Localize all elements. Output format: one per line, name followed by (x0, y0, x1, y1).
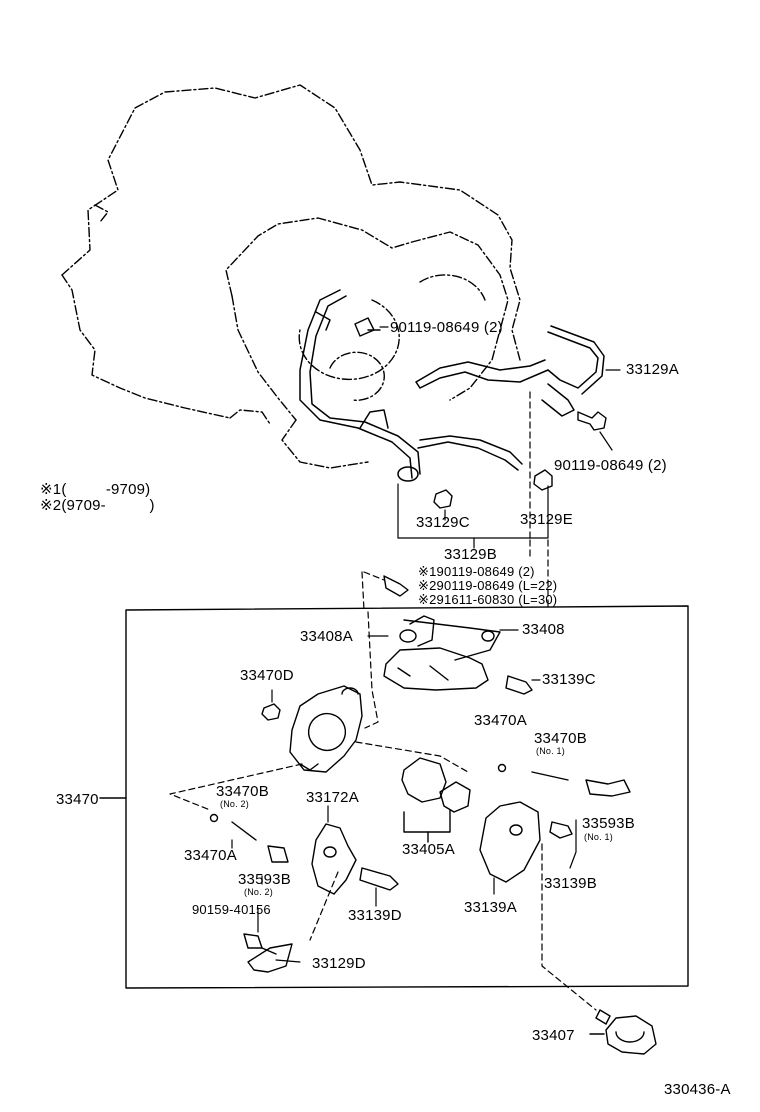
leader-lines-lower (231, 629, 577, 963)
part-label-33470d[interactable]: 33470D (240, 667, 294, 684)
part-label-33129d[interactable]: 33129D (312, 955, 366, 972)
note-mark-2: ※2 (40, 497, 62, 514)
figure-code: 330436-A (664, 1081, 731, 1098)
part-label-33139a[interactable]: 33139A (464, 899, 517, 916)
bushing-icon (433, 489, 453, 509)
note-bolt-3[interactable]: ※291611-60830 (L=30) (418, 592, 558, 607)
part-label-33470b-right[interactable]: 33470B (534, 730, 587, 747)
cable-bracket-icon (247, 823, 357, 973)
note-range-2: (9709- ) (61, 497, 155, 514)
part-label-90119-right[interactable]: 90119-08649 (2) (554, 457, 667, 474)
part-label-33470[interactable]: 33470 (56, 791, 99, 808)
part-label-33470b-left[interactable]: 33470B (216, 783, 269, 800)
part-label-33129a[interactable]: 33129A (626, 361, 679, 378)
bolt-icon (383, 575, 533, 695)
part-label-33129c[interactable]: 33129C (416, 514, 470, 531)
shift-lever-plate-icon (401, 757, 471, 843)
bushing-icon (261, 703, 281, 721)
note-range-1: ( -9709) (61, 481, 151, 498)
assembly-frame (99, 605, 689, 989)
spring-icon (231, 771, 569, 841)
part-label-33405a[interactable]: 33405A (402, 841, 455, 858)
dashed-connection-lines (169, 391, 597, 1011)
part-label-90159-40156[interactable]: 90159-40156 (192, 902, 271, 917)
part-label-90119-upper[interactable]: 90119-08649 (2) (390, 319, 503, 336)
part-label-33593b-right[interactable]: 33593B (582, 815, 635, 832)
shift-lever-housing-icon (289, 685, 363, 773)
transmission-housing-icon (61, 84, 521, 469)
shift-cable-bracket-icon (299, 289, 605, 482)
part-label-33407[interactable]: 33407 (532, 1027, 575, 1044)
part-label-33408[interactable]: 33408 (522, 621, 565, 638)
part-sub-33593b-right[interactable]: (No. 1) (584, 832, 613, 842)
bolt-icon (267, 779, 631, 863)
note-bolt-2[interactable]: ※290119-08649 (L=22) (418, 578, 558, 593)
cover-plate-icon (479, 801, 541, 883)
speedometer-gear-icon (589, 1009, 657, 1055)
part-label-33172a[interactable]: 33172A (306, 789, 359, 806)
part-label-33139c[interactable]: 33139C (542, 671, 596, 688)
note-mark-1: ※1 (40, 481, 62, 498)
part-sub-33470b-left[interactable]: (No. 2) (220, 799, 249, 809)
part-sub-33593b-left[interactable]: (No. 2) (244, 887, 273, 897)
note-line-2: ※2(9709- ) (40, 498, 155, 513)
part-label-33129e[interactable]: 33129E (520, 511, 573, 528)
part-label-33139d[interactable]: 33139D (348, 907, 402, 924)
bolt-icon (243, 821, 573, 949)
note-line-1: ※1( -9709) (40, 482, 150, 497)
part-sub-33470b-right[interactable]: (No. 1) (536, 746, 565, 756)
leader-lines-upper (379, 326, 621, 549)
note-bolt-1[interactable]: ※190119-08649 (2) (418, 564, 535, 579)
part-label-33593b-left[interactable]: 33593B (238, 871, 291, 888)
part-label-33470a-right[interactable]: 33470A (474, 712, 527, 729)
bolt-icon (354, 317, 607, 491)
part-label-33470a-left[interactable]: 33470A (184, 847, 237, 864)
part-label-33139b[interactable]: 33139B (544, 875, 597, 892)
part-label-33129b[interactable]: 33129B (444, 546, 497, 563)
ball-icon (209, 763, 507, 823)
shift-lever-housing-icon (383, 615, 501, 691)
part-label-33408a[interactable]: 33408A (300, 628, 353, 645)
